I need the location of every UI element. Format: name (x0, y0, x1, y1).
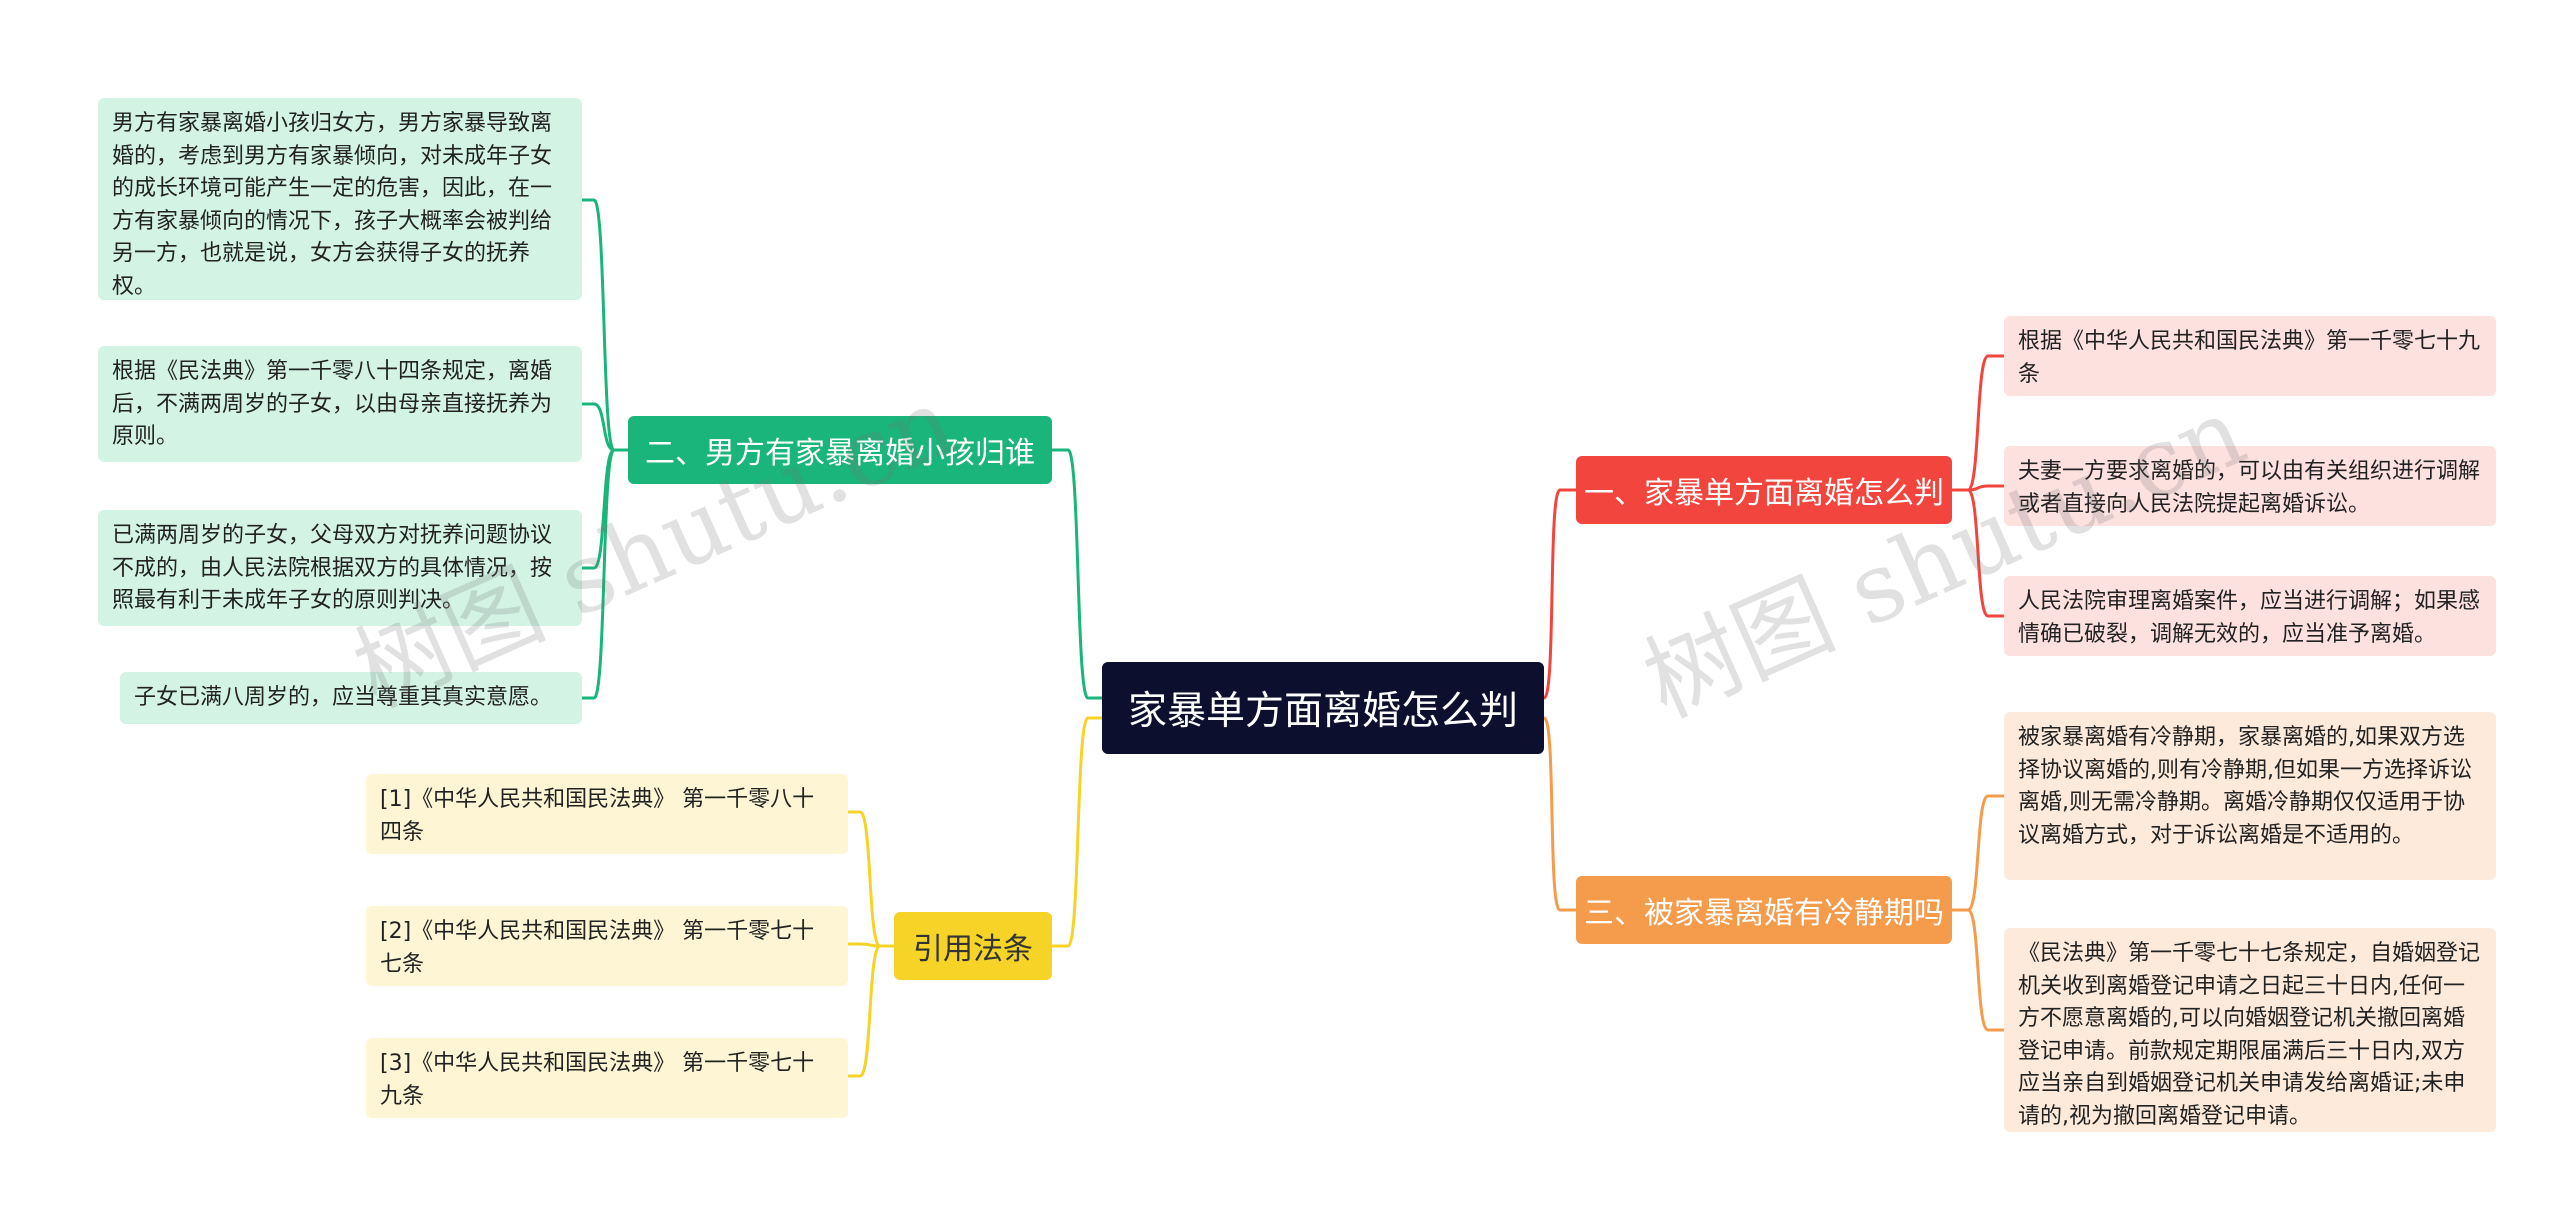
leaf-ref-1[interactable]: [1]《中华人民共和国民法典》 第一千零八十四条 (366, 774, 848, 854)
leaf-ref-3[interactable]: [3]《中华人民共和国民法典》 第一千零七十九条 (366, 1038, 848, 1118)
connector-center-b1 (1542, 488, 1576, 700)
leaf-b2-1[interactable]: 男方有家暴离婚小孩归女方，男方家暴导致离婚的，考虑到男方有家暴倾向，对未成年子女… (98, 98, 582, 300)
leaf-ref-2[interactable]: [2]《中华人民共和国民法典》 第一千零七十七条 (366, 906, 848, 986)
branch-domestic-violence-divorce[interactable]: 一、家暴单方面离婚怎么判 (1576, 456, 1952, 524)
connector-b2-leaf (582, 448, 628, 700)
leaf-b3-2[interactable]: 《民法典》第一千零七十七条规定，自婚姻登记机关收到离婚登记申请之日起三十日内,任… (2004, 928, 2496, 1132)
branch-cooling-off-period[interactable]: 三、被家暴离婚有冷静期吗 (1576, 876, 1952, 944)
connector-b1-leaf (1952, 488, 2004, 618)
leaf-b3-1[interactable]: 被家暴离婚有冷静期，家暴离婚的,如果双方选择协议离婚的,则有冷静期,但如果一方选… (2004, 712, 2496, 880)
connector-b3-leaf (1952, 908, 2004, 1032)
central-topic[interactable]: 家暴单方面离婚怎么判 (1102, 662, 1544, 754)
leaf-b2-2[interactable]: 根据《民法典》第一千零八十四条规定，离婚后，不满两周岁的子女，以由母亲直接抚养为… (98, 346, 582, 462)
connector-b3-leaf (1952, 794, 2004, 912)
leaf-b2-4[interactable]: 子女已满八周岁的，应当尊重其真实意愿。 (120, 672, 582, 724)
connector-ref-leaf (848, 944, 894, 1078)
connector-center-b3 (1542, 716, 1576, 912)
connector-ref-leaf (848, 810, 894, 948)
leaf-b1-3[interactable]: 人民法院审理离婚案件，应当进行调解；如果感情确已破裂，调解无效的，应当准予离婚。 (2004, 576, 2496, 656)
leaf-b2-3[interactable]: 已满两周岁的子女，父母双方对抚养问题协议不成的，由人民法院根据双方的具体情况，按… (98, 510, 582, 626)
leaf-b1-1[interactable]: 根据《中华人民共和国民法典》第一千零七十九条 (2004, 316, 2496, 396)
branch-cited-laws[interactable]: 引用法条 (894, 912, 1052, 980)
leaf-b1-2[interactable]: 夫妻一方要求离婚的，可以由有关组织进行调解或者直接向人民法院提起离婚诉讼。 (2004, 446, 2496, 526)
connector-center-b2 (1052, 448, 1102, 700)
connector-center-ref (1052, 716, 1102, 948)
connector-b1-leaf (1952, 354, 2004, 492)
connector-b2-leaf (582, 402, 628, 452)
branch-child-custody[interactable]: 二、男方有家暴离婚小孩归谁 (628, 416, 1052, 484)
connector-b2-leaf (582, 198, 628, 452)
